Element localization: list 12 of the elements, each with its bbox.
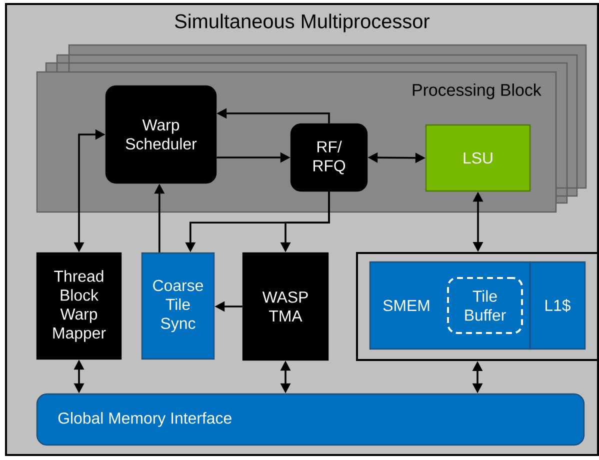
buffer-box: Tile Buffer [447,277,523,334]
cache-box: L1$ [529,261,586,350]
scheduler-box: Warp Scheduler [105,85,217,184]
unit-box: WASP TMA [242,252,329,361]
block-label: Simultaneous Multiprocessor [175,14,430,32]
register-file-box: RF/ RFQ [290,123,368,192]
block-label: Processing Block [412,84,542,100]
block-label: Global Memory Interface [58,412,232,427]
unit-box: LSU [425,124,531,192]
mapper-box: Thread Block Warp Mapper [36,252,122,360]
sync-box: Coarse Tile Sync [141,252,215,360]
block-label: SMEM [383,300,430,312]
